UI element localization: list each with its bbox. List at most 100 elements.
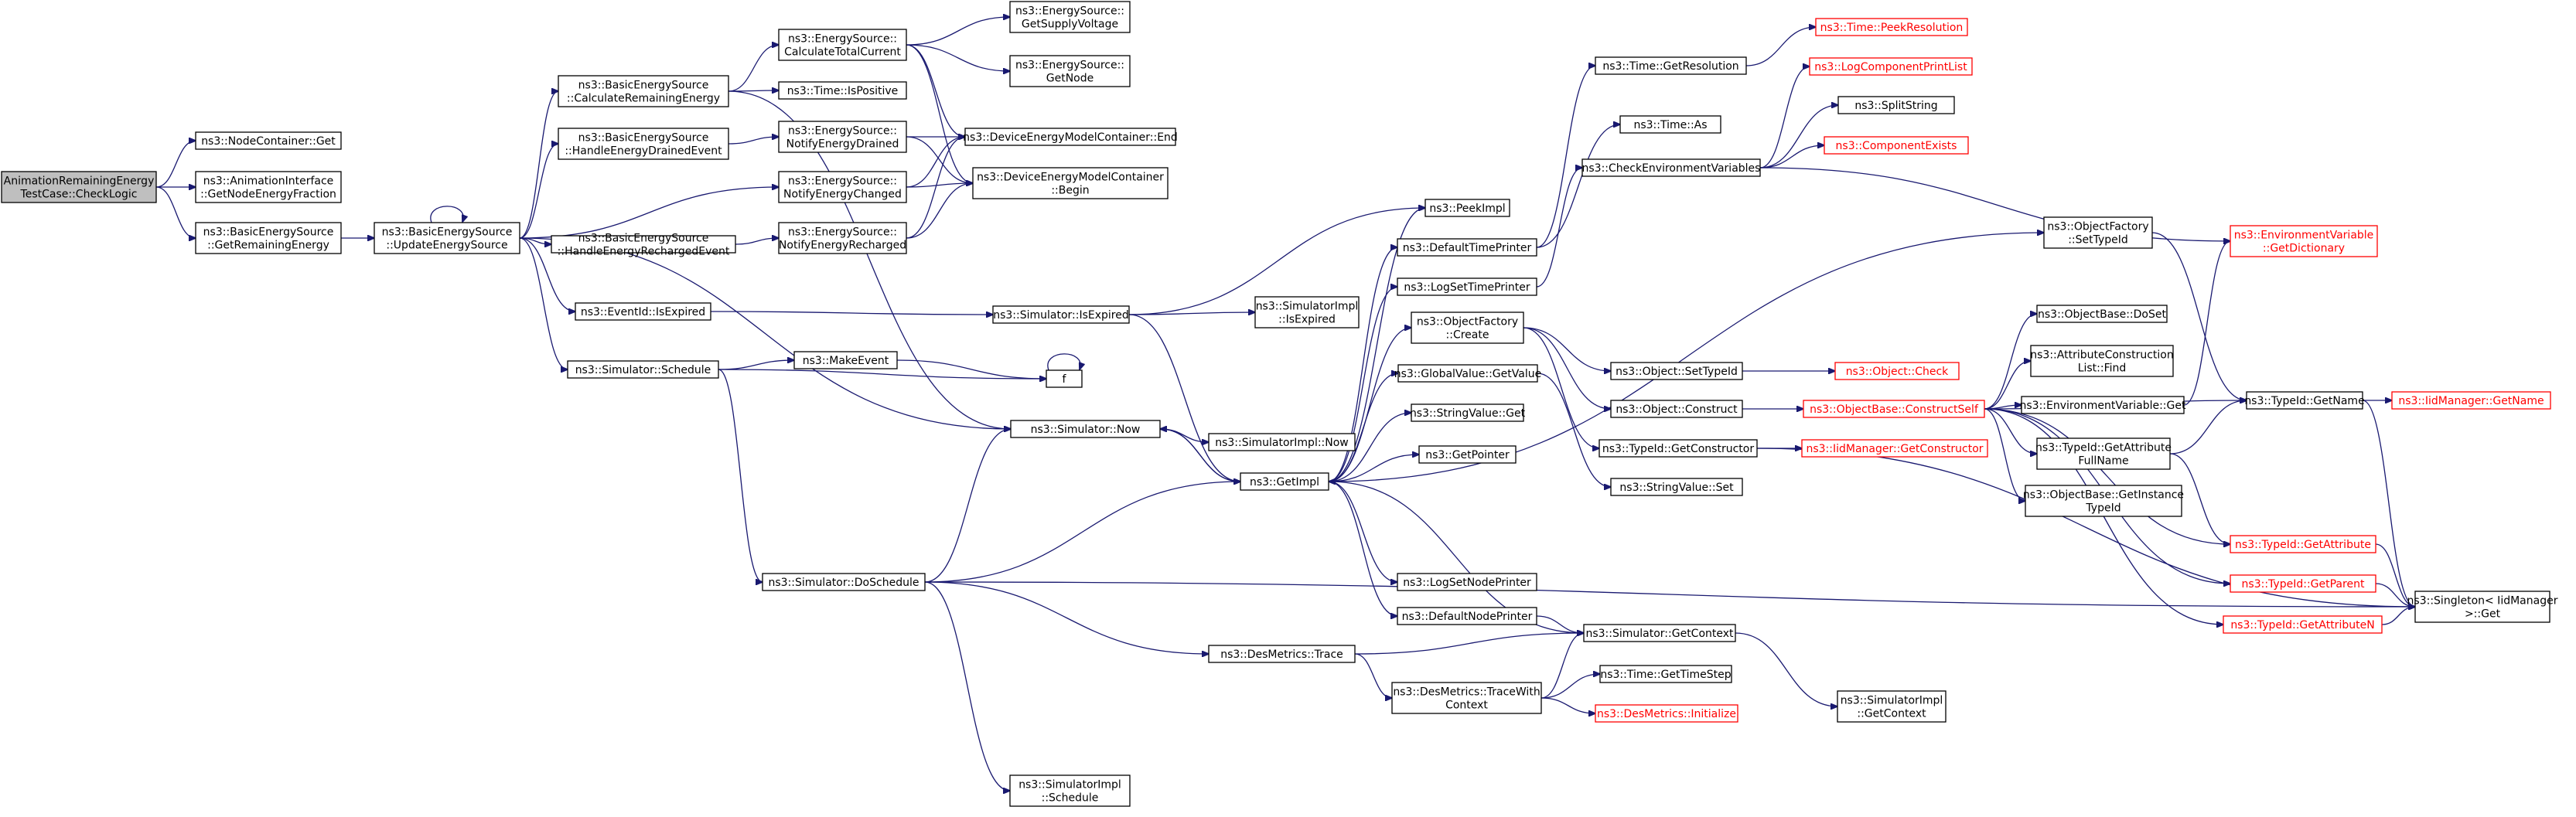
node-box <box>2230 225 2378 257</box>
node-make-event[interactable]: ns3::MakeEvent <box>793 351 898 369</box>
node-simimpl-now[interactable]: ns3::SimulatorImpl::Now <box>1208 433 1356 451</box>
node-sim-now[interactable]: ns3::Simulator::Now <box>1010 420 1161 438</box>
edge-es_calctotalcurrent-to-demc_begin <box>906 44 973 183</box>
node-box <box>195 222 342 254</box>
node-bes-updateenergysource[interactable]: ns3::BasicEnergySource::UpdateEnergySour… <box>374 222 520 254</box>
node-logcomponentprintlist[interactable]: ns3::LogComponentPrintList <box>1809 57 1973 76</box>
node-box <box>2036 437 2171 470</box>
node-simimpl-schedule[interactable]: ns3::SimulatorImpl::Schedule <box>1009 774 1131 807</box>
node-componentexists[interactable]: ns3::ComponentExists <box>1824 136 1969 155</box>
node-typeid-getname[interactable]: ns3::TypeId::GetName <box>2244 391 2365 410</box>
node-anim-getnodeenergyfraction[interactable]: ns3::AnimationInterface::GetNodeEnergyFr… <box>195 171 342 203</box>
node-globalvalue-getvalue[interactable]: ns3::GlobalValue::GetValue <box>1394 364 1541 383</box>
node-objectfactory-settypeid[interactable]: ns3::ObjectFactory::SetTypeId <box>2043 216 2153 249</box>
node-envvar-get[interactable]: ns3::EnvironmentVariable::Get <box>2020 396 2186 414</box>
node-getimpl[interactable]: ns3::GetImpl <box>1240 472 1329 491</box>
node-iidmanager-getconstructor[interactable]: ns3::IidManager::GetConstructor <box>1801 439 1988 458</box>
node-box <box>1391 682 1542 714</box>
node-f[interactable]: f <box>1046 369 1083 388</box>
node-sim-isexpired[interactable]: ns3::Simulator::IsExpired <box>992 305 1130 324</box>
node-bes-handlerecharged[interactable]: ns3::BasicEnergySource::HandleEnergyRech… <box>551 233 736 258</box>
node-label-line: ::Create <box>1446 329 1489 342</box>
node-es-notifyrecharged[interactable]: ns3::EnergySource::NotifyEnergyRecharged <box>778 222 907 254</box>
node-time-getresolution[interactable]: ns3::Time::GetResolution <box>1595 56 1747 75</box>
node-singleton-get[interactable]: ns3::Singleton< IidManager >::Get <box>2407 591 2558 623</box>
node-label-line: ns3::BasicEnergySource <box>578 233 709 245</box>
node-stringvalue-set[interactable]: ns3::StringValue::Set <box>1610 478 1743 496</box>
node-objectfactory-create[interactable]: ns3::ObjectFactory::Create <box>1411 311 1524 344</box>
node-label-line: ns3::TypeId::GetConstructor <box>1602 443 1754 455</box>
node-typeid-getattribute[interactable]: ns3::TypeId::GetAttribute <box>2230 535 2376 553</box>
node-bes-getremainingenergy[interactable]: ns3::BasicEnergySource::GetRemainingEner… <box>195 222 342 254</box>
node-label-line: ns3::LogSetTimePrinter <box>1404 281 1530 294</box>
node-defaultnodeprinter[interactable]: ns3::DefaultNodePrinter <box>1397 607 1537 625</box>
edge-getimpl-to-objectfactory_settypeid <box>1328 233 2044 482</box>
node-iidmanager-getname[interactable]: ns3::IidManager::GetName <box>2391 391 2551 410</box>
node-demc-begin[interactable]: ns3::DeviceEnergyModelContainer::Begin <box>972 167 1169 199</box>
node-sim-schedule[interactable]: ns3::Simulator::Schedule <box>567 360 719 379</box>
node-label-line: ns3::MakeEvent <box>803 355 889 367</box>
node-checkenvvars[interactable]: ns3::CheckEnvironmentVariables <box>1581 158 1761 177</box>
node-label-line: ns3::SimulatorImpl::Now <box>1215 437 1349 449</box>
node-object-construct[interactable]: ns3::Object::Construct <box>1610 400 1743 418</box>
node-time-ispositive[interactable]: ns3::Time::IsPositive <box>778 81 907 100</box>
node-stringvalue-get[interactable]: ns3::StringValue::Get <box>1410 403 1526 422</box>
node-es-calctotalcurrent[interactable]: ns3::EnergySource::CalculateTotalCurrent <box>778 29 907 61</box>
node-peekimpl[interactable]: ns3::PeekImpl <box>1424 199 1510 217</box>
node-desmetrics-initialize[interactable]: ns3::DesMetrics::Initialize <box>1595 704 1738 723</box>
node-defaulttimeprinter[interactable]: ns3::DefaultTimePrinter <box>1397 238 1537 257</box>
node-es-getnode[interactable]: ns3::EnergySource::GetNode <box>1009 55 1131 87</box>
node-box <box>567 360 719 379</box>
edge-sim_schedule-to-f <box>718 369 1046 379</box>
node-logsettimeprinter[interactable]: ns3::LogSetTimePrinter <box>1397 277 1537 296</box>
node-eventid-isexpired[interactable]: ns3::EventId::IsExpired <box>575 302 711 321</box>
node-objectbase-constructself[interactable]: ns3::ObjectBase::ConstructSelf <box>1803 400 1985 418</box>
edge-getimpl-to-logsettimeprinter <box>1328 287 1397 482</box>
node-demc-end[interactable]: ns3::DeviceEnergyModelContainer::End <box>963 128 1178 146</box>
edge-typeid_getconstructor-to-singleton_get <box>1756 448 2415 607</box>
node-envvar-getdictionary[interactable]: ns3::EnvironmentVariable::GetDictionary <box>2230 225 2378 257</box>
node-logsetnodeprinter[interactable]: ns3::LogSetNodePrinter <box>1397 573 1537 591</box>
node-nodecontainer-get[interactable]: ns3::NodeContainer::Get <box>195 131 342 150</box>
node-label-line: ns3::GetPointer <box>1425 449 1510 461</box>
node-sim-getcontext[interactable]: ns3::Simulator::GetContext <box>1583 624 1736 642</box>
node-typeid-getattributen[interactable]: ns3::TypeId::GetAttributeN <box>2223 615 2383 634</box>
node-bes-handledrained[interactable]: ns3::BasicEnergySource::HandleEnergyDrai… <box>558 128 729 160</box>
node-label-line: ns3::EnergySource:: <box>788 33 897 46</box>
node-desmetrics-trace[interactable]: ns3::DesMetrics::Trace <box>1208 645 1356 663</box>
node-objectbase-doset[interactable]: ns3::ObjectBase::DoSet <box>2036 305 2168 323</box>
edge-objectfactory_settypeid-to-typeid_getname <box>2151 232 2247 400</box>
node-es-notifydrained[interactable]: ns3::EnergySource::NotifyEnergyDrained <box>778 121 907 153</box>
node-sim-doschedule[interactable]: ns3::Simulator::DoSchedule <box>762 573 926 591</box>
node-simimpl-isexpired[interactable]: ns3::SimulatorImpl::IsExpired <box>1254 296 1360 329</box>
edge-typeid_getname-to-singleton_get <box>2362 400 2415 607</box>
node-simimpl-getcontext[interactable]: ns3::SimulatorImpl::GetContext <box>1837 690 1947 723</box>
node-splitstring[interactable]: ns3::SplitString <box>1837 96 1955 114</box>
node-label-line: ns3::SplitString <box>1854 100 1937 112</box>
node-root[interactable]: AnimationRemainingEnergyTestCase::CheckL… <box>1 171 157 203</box>
node-object-settypeid[interactable]: ns3::Object::SetTypeId <box>1610 362 1743 380</box>
node-time-peekresolution[interactable]: ns3::Time::PeekResolution <box>1815 18 1968 36</box>
node-box <box>762 573 926 591</box>
edge-sim_isexpired-to-simimpl_isexpired <box>1128 312 1255 315</box>
node-label-line: ns3::Simulator::Schedule <box>575 364 711 376</box>
node-typeid-getparent[interactable]: ns3::TypeId::GetParent <box>2230 574 2376 593</box>
node-box <box>1411 403 1524 422</box>
edge-sim_doschedule-to-simimpl_schedule <box>924 581 1010 791</box>
node-box <box>778 81 907 100</box>
node-time-gettimestep[interactable]: ns3::Time::GetTimeStep <box>1599 665 1732 683</box>
edge-defaulttimeprinter-to-time_getresolution <box>1536 66 1595 248</box>
node-typeid-getconstructor[interactable]: ns3::TypeId::GetConstructor <box>1598 439 1758 458</box>
node-es-getsupplyvoltage[interactable]: ns3::EnergySource::GetSupplyVoltage <box>1009 1 1131 33</box>
node-bes-calcremaining[interactable]: ns3::BasicEnergySource::CalculateRemaini… <box>558 75 729 107</box>
node-getpointer[interactable]: ns3::GetPointer <box>1418 445 1517 464</box>
node-label-line: ns3::DefaultNodePrinter <box>1402 611 1533 623</box>
node-object-check[interactable]: ns3::Object::Check <box>1834 362 1960 380</box>
node-time-as[interactable]: ns3::Time::As <box>1619 115 1721 134</box>
edge-defaulttimeprinter-to-time_as <box>1536 124 1620 248</box>
node-es-notifychanged[interactable]: ns3::EnergySource::NotifyEnergyChanged <box>778 171 907 203</box>
